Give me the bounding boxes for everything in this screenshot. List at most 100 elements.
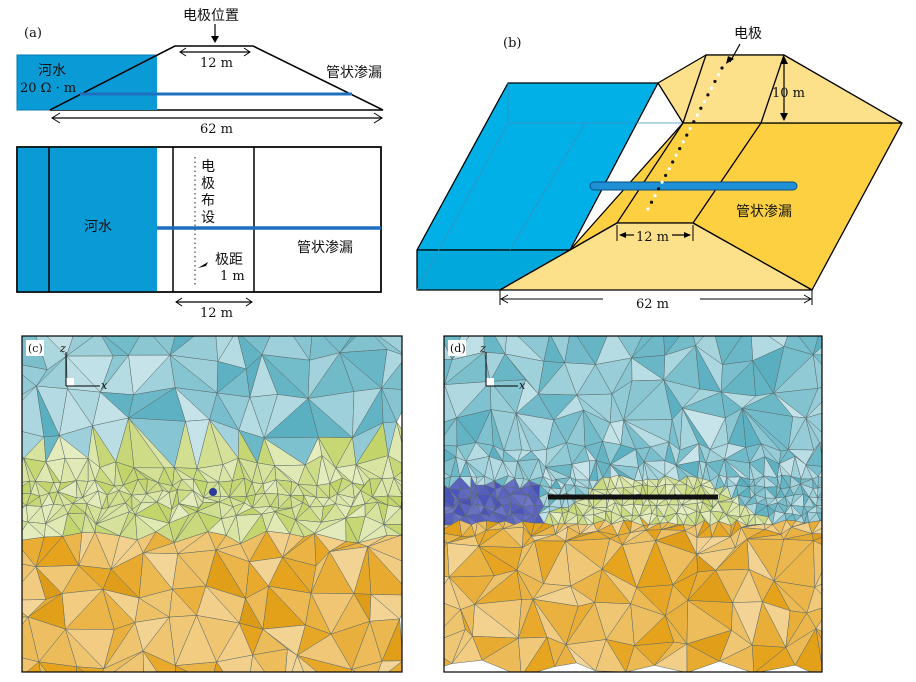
river-label: 河水 — [38, 63, 66, 79]
mesh-element — [806, 607, 822, 629]
mesh-element — [828, 498, 834, 508]
mesh-element — [816, 497, 822, 501]
mesh-element — [816, 512, 822, 522]
mesh-element — [407, 491, 425, 503]
mesh-element — [817, 469, 822, 478]
mesh-element — [421, 466, 434, 480]
mesh-element — [381, 387, 402, 423]
arrow-icon — [198, 262, 208, 268]
mesh-element — [835, 476, 844, 489]
mesh-element — [378, 336, 402, 354]
mesh-element — [829, 485, 840, 498]
dam-front-slope — [499, 222, 813, 291]
mesh-element — [424, 485, 434, 496]
mesh-element — [419, 523, 437, 536]
mesh-element — [814, 571, 822, 588]
mesh-element — [142, 650, 176, 672]
mesh-element — [419, 522, 432, 536]
base-width-3d-label: 62 m — [636, 297, 669, 312]
mesh-element — [824, 460, 835, 476]
mesh-element — [434, 480, 440, 486]
mesh-element — [76, 666, 105, 672]
electrode-layout-char: 设 — [201, 210, 215, 226]
mesh-element — [444, 383, 446, 386]
crest-width-3d-label: 12 m — [636, 230, 669, 245]
mesh-element — [426, 516, 437, 523]
mesh-element — [435, 497, 439, 507]
crest-width-label: 12 m — [200, 56, 233, 71]
mesh-element — [406, 503, 425, 525]
panel-d-mesh: (d) z x — [419, 335, 847, 673]
mesh-element — [829, 521, 834, 534]
electrode-dots — [646, 66, 724, 211]
pipe-leak-3d — [589, 181, 798, 191]
axis-triad-icon: z x — [479, 342, 526, 392]
panel-a-plan: 河水 电 极 布 设 极距 1 m 管状渗漏 12 m — [16, 146, 382, 321]
mesh-element — [827, 476, 835, 485]
electrode-dot — [646, 207, 650, 211]
mesh-element — [435, 497, 442, 507]
mesh-element — [834, 494, 844, 507]
plan-width-label: 12 m — [200, 306, 233, 321]
mesh-element — [813, 540, 822, 588]
electrode-dot — [709, 86, 714, 90]
electrode-position-label: 电极位置 — [183, 8, 239, 24]
mesh-element — [693, 336, 705, 347]
electrode-dot — [692, 120, 696, 124]
panel-c-mesh: (c) z x — [0, 335, 426, 673]
electrode-dot — [702, 99, 706, 104]
mesh-element — [22, 563, 37, 583]
mesh-element — [836, 504, 845, 515]
mesh-element — [413, 503, 426, 520]
mesh-element — [400, 503, 402, 508]
mesh-element — [367, 546, 402, 585]
mesh-element — [817, 486, 822, 499]
mesh-element — [805, 401, 822, 419]
mesh-element — [422, 507, 435, 517]
mesh-element — [0, 455, 12, 484]
electrode-dot — [678, 146, 682, 151]
mesh-element — [434, 466, 439, 480]
pipe-leak-label: 管状渗漏 — [326, 65, 382, 81]
mesh-element — [401, 533, 402, 536]
mesh-element — [835, 460, 844, 478]
mesh-element — [824, 444, 835, 466]
mesh-element — [406, 519, 425, 543]
mesh-element — [815, 505, 822, 510]
mesh-element — [444, 539, 448, 544]
mesh-element — [422, 496, 435, 507]
mesh-element — [419, 532, 437, 539]
electrode-layout-char: 极 — [201, 176, 215, 192]
mesh-element — [421, 476, 434, 486]
mesh-element — [435, 506, 442, 515]
mesh-element — [834, 504, 844, 515]
mesh-element — [426, 508, 437, 517]
axis-z-label: z — [59, 342, 66, 355]
arrow-down-icon — [211, 36, 219, 43]
height-label: 10 m — [772, 86, 805, 101]
mesh-element — [805, 412, 822, 433]
mesh-element — [815, 619, 822, 632]
mesh-element — [7, 517, 15, 541]
mesh-element — [433, 515, 439, 523]
mesh-element — [421, 466, 434, 476]
electrode-dot — [671, 160, 675, 164]
mesh-element — [7, 533, 15, 562]
electrode-dot — [656, 187, 661, 191]
mesh-element — [433, 523, 441, 532]
electrode-dot — [699, 106, 703, 110]
electrode-dot — [716, 73, 721, 77]
mesh-element — [434, 485, 440, 498]
axis-triad-icon: z x — [59, 342, 108, 392]
mesh-element — [407, 479, 419, 492]
mesh-element — [22, 374, 37, 396]
panel-b-3d: (b) 电极 10 m 管状渗漏 12 m 62 m — [416, 26, 903, 312]
mesh-element — [424, 496, 435, 507]
mesh-element — [828, 514, 836, 521]
mesh-element — [421, 476, 434, 486]
mesh-element — [6, 494, 15, 509]
mesh-element — [828, 507, 836, 515]
mesh-element — [840, 488, 847, 494]
electrode-dot — [706, 93, 710, 97]
mesh-element — [400, 534, 402, 538]
